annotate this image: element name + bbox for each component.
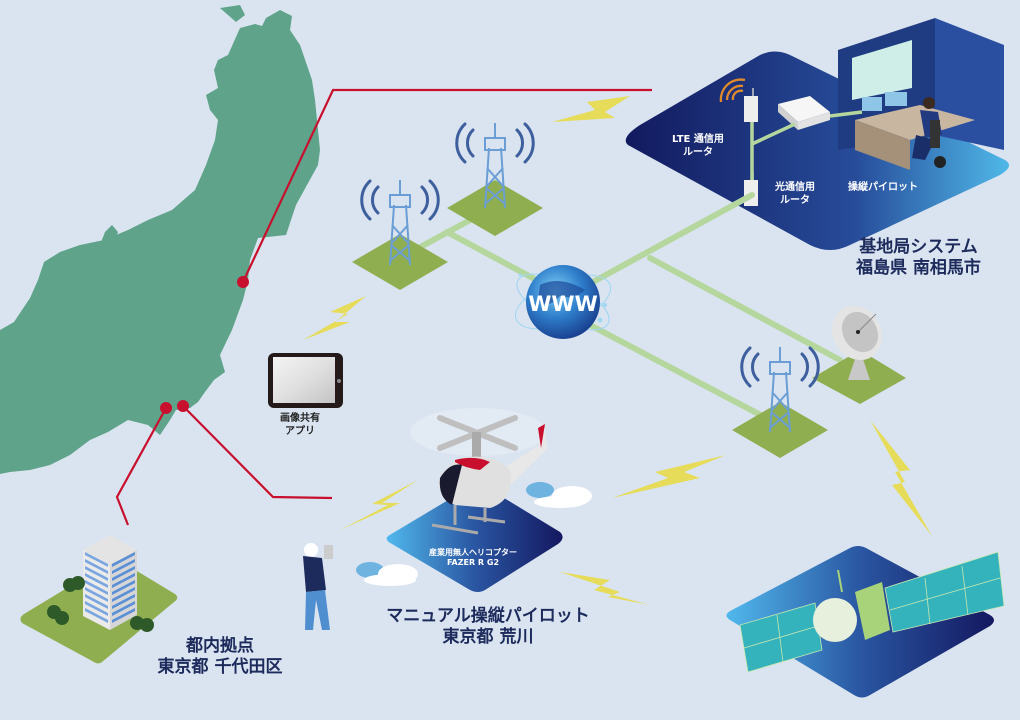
tokyo-office-place: 東京都 千代田区 bbox=[157, 657, 283, 678]
base-station-title: 基地局システム bbox=[859, 237, 978, 257]
fiber-router-label: 光通信用 ルータ bbox=[775, 182, 815, 206]
lightning-bolt-icon bbox=[552, 96, 630, 122]
monitor bbox=[885, 92, 907, 106]
window bbox=[85, 559, 108, 574]
link-tokyo-office bbox=[115, 407, 167, 526]
base-station-panel bbox=[625, 18, 1009, 250]
window bbox=[85, 552, 108, 567]
link-arakawa bbox=[182, 405, 333, 500]
window bbox=[85, 608, 108, 623]
location-dots bbox=[160, 276, 249, 414]
tokyo-office-title: 都内拠点 bbox=[186, 636, 254, 656]
office-building-icon[interactable] bbox=[83, 535, 137, 630]
window bbox=[85, 573, 108, 588]
lte-router-label: LTE 通信用 ルータ bbox=[672, 134, 724, 158]
cell-tower-icon bbox=[360, 179, 440, 266]
dot-fukushima bbox=[237, 276, 249, 288]
location-link-lines bbox=[115, 88, 652, 526]
manual-pilot-place: 東京都 荒川 bbox=[442, 627, 534, 648]
lightning-bolt-icon bbox=[303, 296, 366, 340]
trees bbox=[47, 576, 154, 632]
window bbox=[85, 601, 108, 616]
lightning-bolt-icon bbox=[560, 572, 650, 605]
base-station-label: 基地局システム 福島県 南相馬市 bbox=[856, 237, 981, 280]
window bbox=[112, 601, 135, 616]
window bbox=[112, 566, 135, 581]
tower-site-2 bbox=[447, 180, 543, 236]
lte-router-icon bbox=[719, 78, 758, 122]
internal-links bbox=[750, 110, 863, 180]
window bbox=[112, 587, 135, 602]
window bbox=[112, 573, 135, 588]
helicopter-icon[interactable] bbox=[410, 408, 548, 535]
www-label: WWW bbox=[528, 292, 598, 316]
tower-site-1 bbox=[352, 234, 448, 290]
window bbox=[112, 552, 135, 567]
globe-icon[interactable]: WWW bbox=[508, 263, 617, 342]
lightning-bolt-icon bbox=[612, 455, 726, 498]
window bbox=[85, 580, 108, 595]
window bbox=[85, 587, 108, 602]
window bbox=[85, 594, 108, 609]
tree bbox=[71, 576, 85, 590]
helicopter-label: 産業用無人ヘリコプター FAZER R G2 bbox=[429, 548, 517, 567]
window bbox=[112, 580, 135, 595]
tree bbox=[140, 618, 154, 632]
link-fukushima bbox=[242, 88, 652, 283]
manual-pilot-title: マニュアル操縦パイロット bbox=[386, 606, 590, 626]
tablet-icon[interactable] bbox=[268, 353, 343, 408]
satellite-icon[interactable] bbox=[739, 551, 1005, 673]
helicopter-pad bbox=[386, 484, 563, 592]
window bbox=[112, 594, 135, 609]
cell-tower-icon bbox=[740, 346, 820, 433]
clouds bbox=[356, 482, 592, 586]
monitor bbox=[862, 97, 882, 111]
window bbox=[112, 559, 135, 574]
tower-site-3 bbox=[732, 402, 828, 458]
tokyo-office-label: 都内拠点 東京都 千代田区 bbox=[140, 636, 300, 679]
manual-pilot-person-icon bbox=[303, 543, 333, 630]
satellite-dish-icon bbox=[831, 305, 883, 380]
lightning-bolt-icon bbox=[340, 480, 418, 530]
cloud-icon bbox=[356, 562, 418, 586]
dot-chiyoda bbox=[160, 402, 172, 414]
pilot-person-icon bbox=[912, 97, 946, 168]
base-station-place: 福島県 南相馬市 bbox=[856, 258, 981, 279]
tree bbox=[55, 611, 69, 625]
window bbox=[85, 566, 108, 581]
dot-arakawa bbox=[177, 400, 189, 412]
cloud-icon bbox=[526, 482, 592, 508]
window bbox=[112, 608, 135, 623]
tablet-app-label: 画像共有 アプリ bbox=[280, 413, 320, 437]
remote-controller bbox=[324, 545, 333, 559]
lightning-bolt-icon bbox=[870, 420, 932, 536]
lte-wave-icon bbox=[725, 84, 744, 101]
pilot-label: 操縦パイロット bbox=[848, 182, 918, 193]
cell-tower-icon bbox=[455, 122, 535, 209]
japan-map bbox=[0, 5, 320, 474]
lightning-bolts bbox=[303, 96, 932, 605]
manual-pilot-label: マニュアル操縦パイロット 東京都 荒川 bbox=[368, 606, 608, 649]
